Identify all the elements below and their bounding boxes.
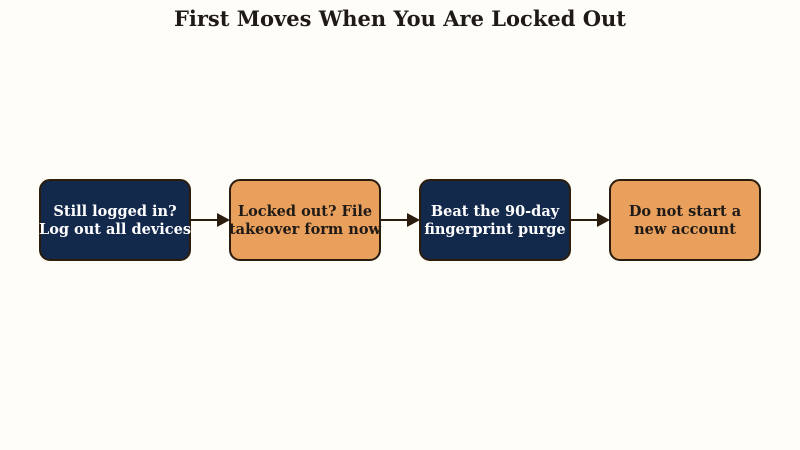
flow-node-box xyxy=(39,179,191,261)
flow-node-1: Still logged in?Log out all devices xyxy=(39,179,191,261)
flow-node-label-line: Do not start a xyxy=(629,203,742,220)
diagram-title: First Moves When You Are Locked Out xyxy=(173,6,627,31)
flow-node-box xyxy=(419,179,571,261)
arrow-head-icon xyxy=(407,213,420,227)
flow-node-label-line: Beat the 90-day xyxy=(431,203,560,220)
flow-node-label-line: Still logged in? xyxy=(53,203,176,220)
arrow-head-icon xyxy=(217,213,230,227)
flow-node-box xyxy=(229,179,381,261)
flow-arrow-1 xyxy=(190,213,230,227)
flow-arrow-2 xyxy=(380,213,420,227)
flow-node-label-line: Log out all devices xyxy=(39,221,191,238)
flow-node-box xyxy=(609,179,761,261)
flow-node-label-line: fingerprint purge xyxy=(424,221,565,238)
flow-arrow-3 xyxy=(570,213,610,227)
flow-node-label-line: takeover form now xyxy=(229,221,382,238)
flow-node-label-line: Locked out? File xyxy=(238,203,372,220)
arrow-head-icon xyxy=(597,213,610,227)
flow-node-label-line: new account xyxy=(634,221,736,238)
